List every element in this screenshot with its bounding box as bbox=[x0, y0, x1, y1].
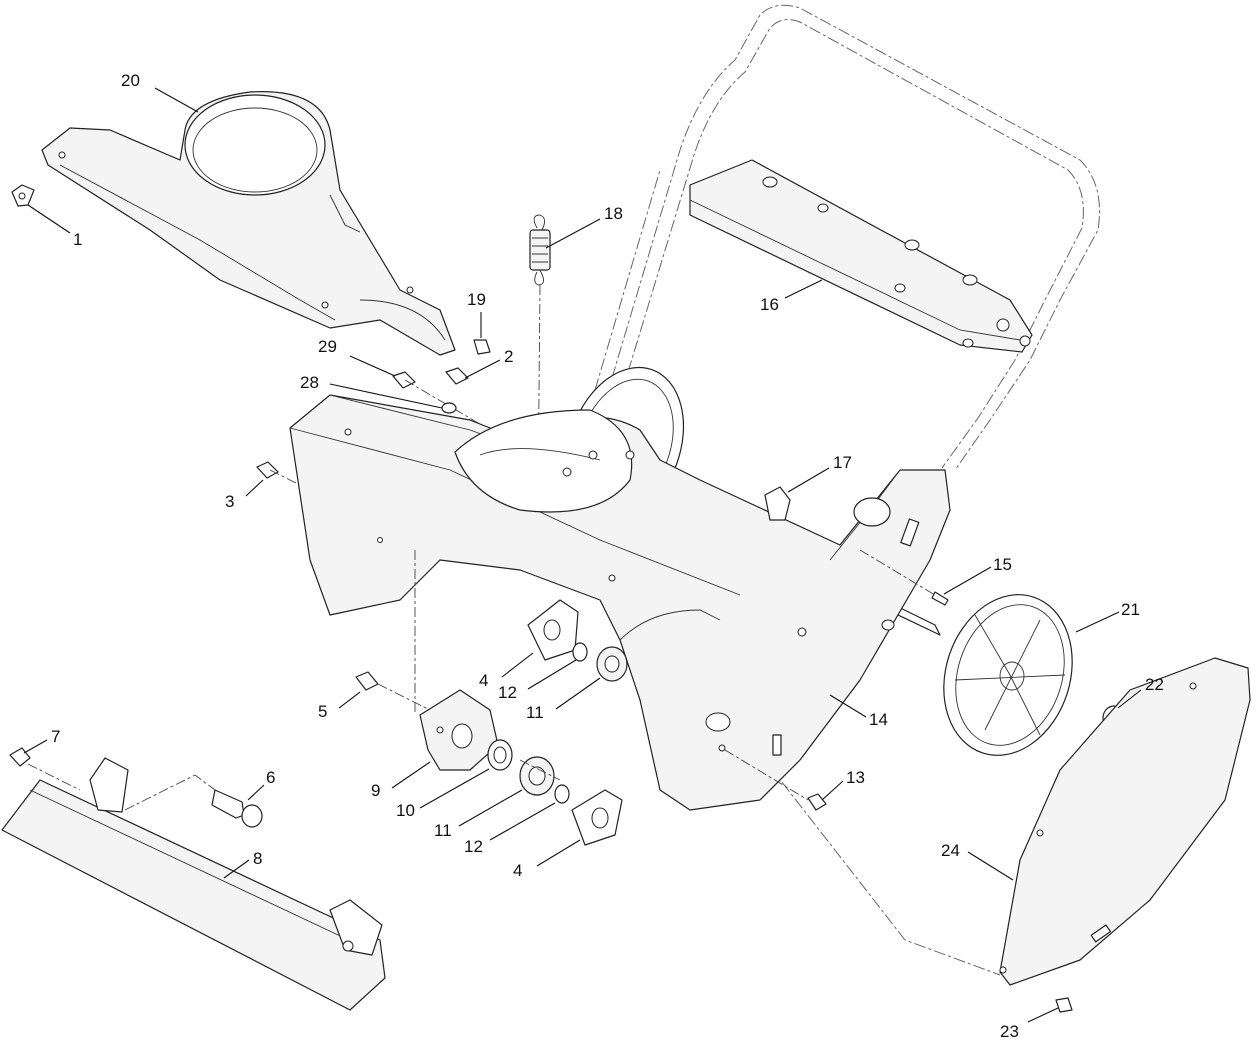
callout-13: 13 bbox=[846, 768, 865, 787]
callout-labels: 20 1 18 19 16 29 2 28 17 3 15 21 4 22 12… bbox=[51, 71, 1164, 1041]
part-4-bearing-flange-upper bbox=[527, 599, 579, 661]
callout-6: 6 bbox=[266, 768, 275, 787]
part-24-side-cover bbox=[999, 657, 1251, 986]
part-20-chute-housing bbox=[41, 91, 456, 356]
part-1-clip bbox=[11, 184, 35, 207]
callout-21: 21 bbox=[1121, 600, 1140, 619]
callout-4b: 4 bbox=[513, 861, 522, 880]
callout-1: 1 bbox=[73, 230, 82, 249]
part-12-snap-ring-upper bbox=[572, 642, 588, 662]
part-28-spacer bbox=[441, 402, 457, 414]
callout-28: 28 bbox=[300, 373, 319, 392]
impeller-housing bbox=[454, 409, 635, 513]
callout-23: 23 bbox=[1000, 1022, 1019, 1041]
callout-5: 5 bbox=[318, 702, 327, 721]
callout-12b: 12 bbox=[464, 837, 483, 856]
part-29-bolt bbox=[392, 371, 491, 431]
handle-phantom-outline bbox=[594, 4, 1101, 976]
callout-22: 22 bbox=[1145, 675, 1164, 694]
callout-17: 17 bbox=[833, 453, 852, 472]
part-13-screw bbox=[724, 749, 827, 811]
part-2-bolt bbox=[445, 367, 469, 385]
callout-15: 15 bbox=[993, 555, 1012, 574]
part-21-wheel bbox=[943, 594, 1073, 756]
part-5-bolt bbox=[355, 671, 451, 721]
part-19-bolt bbox=[473, 339, 491, 355]
part-12-snap-ring-lower bbox=[554, 784, 570, 804]
callout-8: 8 bbox=[253, 849, 262, 868]
callout-7: 7 bbox=[51, 727, 60, 746]
part-11-bearing-lower bbox=[519, 756, 555, 796]
callout-2: 2 bbox=[504, 347, 513, 366]
callout-18: 18 bbox=[604, 204, 623, 223]
part-23-screw bbox=[1055, 997, 1073, 1013]
callout-3: 3 bbox=[225, 492, 234, 511]
callout-20: 20 bbox=[121, 71, 140, 90]
callout-11b: 11 bbox=[434, 821, 452, 840]
part-9-bearing-housing bbox=[419, 689, 499, 771]
part-10-washer bbox=[487, 739, 513, 771]
part-3-bolt bbox=[256, 461, 301, 486]
part-11-bearing-upper bbox=[596, 646, 628, 682]
leader-lines bbox=[23, 87, 1142, 1023]
part-17-bracket bbox=[764, 486, 791, 521]
callout-11a: 11 bbox=[526, 703, 544, 722]
callout-29: 29 bbox=[318, 337, 337, 356]
callout-4a: 4 bbox=[479, 671, 488, 690]
part-4-bearing-flange-lower bbox=[571, 789, 623, 846]
callout-9: 9 bbox=[371, 781, 380, 800]
callout-24: 24 bbox=[941, 841, 960, 860]
part-8-scraper-bar bbox=[1, 757, 386, 1011]
callout-14: 14 bbox=[869, 710, 888, 729]
part-16-handle-crossbar bbox=[689, 159, 1033, 353]
callout-10: 10 bbox=[396, 801, 415, 820]
part-6-carriage-bolt bbox=[124, 774, 263, 828]
callout-19: 19 bbox=[467, 290, 486, 309]
part-15-screw bbox=[859, 549, 949, 606]
callout-16: 16 bbox=[760, 295, 779, 314]
callout-12a: 12 bbox=[498, 683, 517, 702]
